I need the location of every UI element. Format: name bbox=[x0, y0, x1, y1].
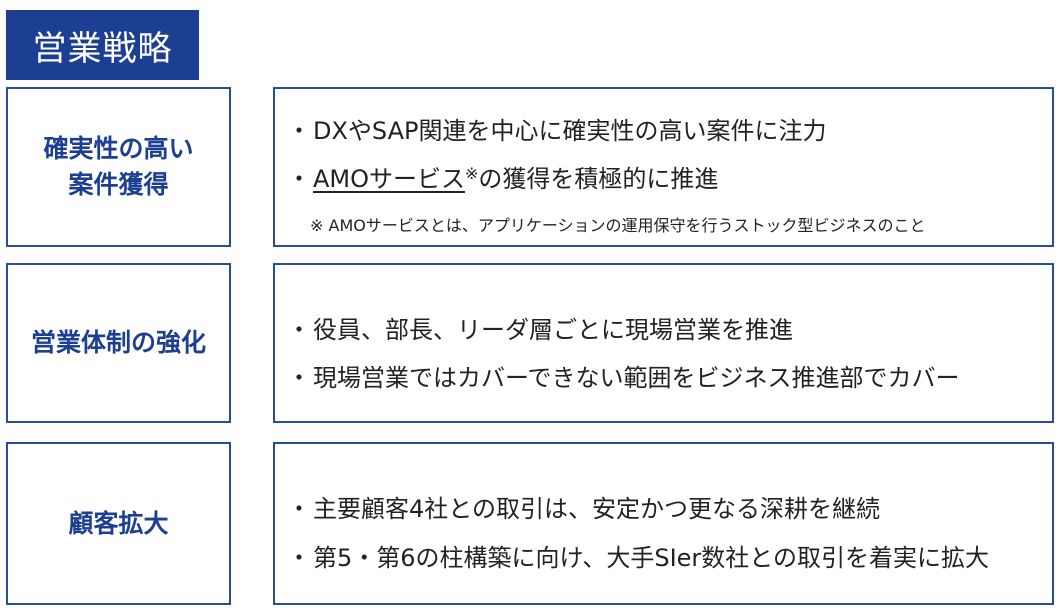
bullet-marker: ・ bbox=[287, 316, 311, 344]
bullet-text: 現場営業ではカバーできない範囲をビジネス推進部でカバー bbox=[313, 364, 960, 392]
section-label-sales-structure: 営業体制の強化 bbox=[6, 263, 231, 423]
bullet-text: 第5・第6の柱構築に向け、大手SIer数社との取引を着実に拡大 bbox=[313, 544, 990, 572]
bullet-marker: ・ bbox=[287, 117, 311, 145]
bullet-item: ・現場営業ではカバーできない範囲をビジネス推進部でカバー bbox=[287, 358, 960, 393]
footnote-mark: ※ bbox=[465, 164, 479, 183]
footnote-text: ※ AMOサービスとは、アプリケーションの運用保守を行うストック型ビジネスのこと bbox=[310, 216, 926, 235]
section-label-customer-expansion: 顧客拡大 bbox=[6, 442, 231, 605]
bullet-marker: ・ bbox=[287, 495, 311, 523]
section-label-line: 確実性の高い bbox=[43, 134, 194, 163]
bullet-item-amo: ・AMOサービス※の獲得を積極的に推進 bbox=[287, 159, 718, 194]
page-title: 営業戦略 bbox=[6, 10, 199, 80]
section-content-certain-deals: ・DXやSAP関連を中心に確実性の高い案件に注力 ・AMOサービス※の獲得を積極… bbox=[273, 87, 1054, 247]
bullet-item: ・第5・第6の柱構築に向け、大手SIer数社との取引を着実に拡大 bbox=[287, 538, 989, 573]
section-label-line: 案件獲得 bbox=[68, 170, 169, 199]
bullet-marker: ・ bbox=[287, 364, 311, 392]
bullet-text: の獲得を積極的に推進 bbox=[478, 165, 719, 193]
bullet-text: DXやSAP関連を中心に確実性の高い案件に注力 bbox=[313, 117, 827, 145]
bullet-text: 主要顧客4社との取引は、安定かつ更なる深耕を継続 bbox=[313, 495, 881, 523]
section-label-certain-deals: 確実性の高い 案件獲得 bbox=[6, 87, 231, 247]
section-content-customer-expansion: ・主要顧客4社との取引は、安定かつ更なる深耕を継続 ・第5・第6の柱構築に向け、… bbox=[273, 442, 1054, 605]
amo-service-term: AMOサービス bbox=[313, 165, 466, 193]
bullet-item: ・役員、部長、リーダ層ごとに現場営業を推進 bbox=[287, 310, 793, 345]
bullet-item: ・DXやSAP関連を中心に確実性の高い案件に注力 bbox=[287, 111, 827, 146]
bullet-marker: ・ bbox=[287, 544, 311, 572]
section-label-line: 営業体制の強化 bbox=[30, 328, 206, 357]
section-content-sales-structure: ・役員、部長、リーダ層ごとに現場営業を推進 ・現場営業ではカバーできない範囲をビ… bbox=[273, 263, 1054, 423]
section-label-line: 顧客拡大 bbox=[68, 508, 169, 538]
bullet-marker: ・ bbox=[287, 165, 311, 193]
bullet-item: ・主要顧客4社との取引は、安定かつ更なる深耕を継続 bbox=[287, 489, 880, 524]
bullet-text: 役員、部長、リーダ層ごとに現場営業を推進 bbox=[313, 316, 793, 344]
